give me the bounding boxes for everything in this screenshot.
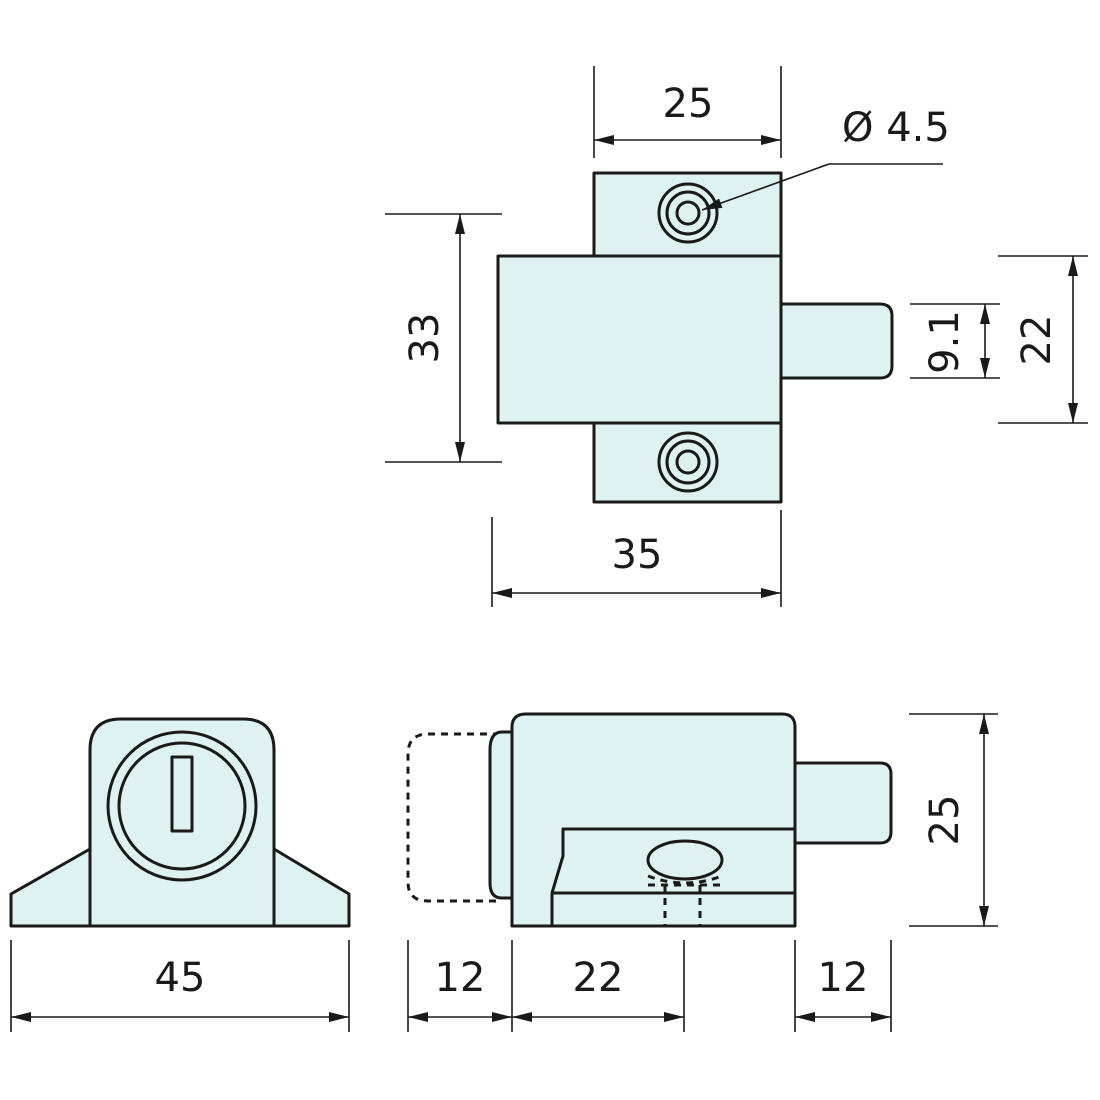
screw-hole-top [657,182,719,244]
side-view: 12 22 12 25 [406,712,998,1032]
dimension-hole-diameter: Ø 4.5 [701,105,950,211]
dimension-overall-width: 35 [491,510,782,607]
dimension-side-height: 25 [909,713,998,927]
dimension-end-width: 45 [10,940,350,1032]
bolt-top-view [779,302,894,380]
dimension-body-height: 33 [385,213,502,463]
dimension-label-open-travel: 12 [435,955,486,1001]
mounting-plate-bottom [592,421,783,504]
dimension-body-depth: 22 [512,940,685,1032]
dimension-label-bolt-height: 9.1 [922,310,968,374]
end-view: 45 [9,717,351,1032]
lock-body-end-view [88,717,276,928]
dimension-label-plate-height: 22 [1014,315,1060,366]
top-view: 25 Ø 4.5 33 9.1 22 [385,66,1088,607]
dimension-label-overall-width: 35 [612,532,663,578]
dimension-label-end-width: 45 [155,955,206,1001]
base-step [550,827,795,926]
dimension-open-travel: 12 [407,940,513,1032]
flange-left [9,847,92,928]
dimension-label-top-width: 25 [663,81,714,127]
latch-body-top-view [496,254,783,425]
key-cylinder-inner [117,741,247,871]
dimension-label-bolt-travel: 12 [818,955,869,1001]
dimension-plate-height: 22 [998,255,1088,424]
dimension-label-body-depth: 22 [573,955,624,1001]
bolt-side-view [793,761,893,845]
dimension-bolt-travel: 12 [794,940,892,1032]
latch-body-side-view [510,712,797,928]
screw-hole-bottom [657,431,719,493]
dimension-label-side-height: 25 [922,795,968,846]
dimension-label-body-height: 33 [402,313,448,364]
dimension-top-width: 25 [593,66,782,158]
dimension-label-hole-diameter: Ø 4.5 [842,105,950,151]
body-cap-left [488,730,514,900]
dimension-bolt-height: 9.1 [910,303,1000,379]
screw-head-side [646,839,724,881]
flange-right [272,847,351,928]
keyhole-slot [170,755,194,833]
open-position-outline [406,732,500,903]
key-cylinder-outer [106,730,258,882]
